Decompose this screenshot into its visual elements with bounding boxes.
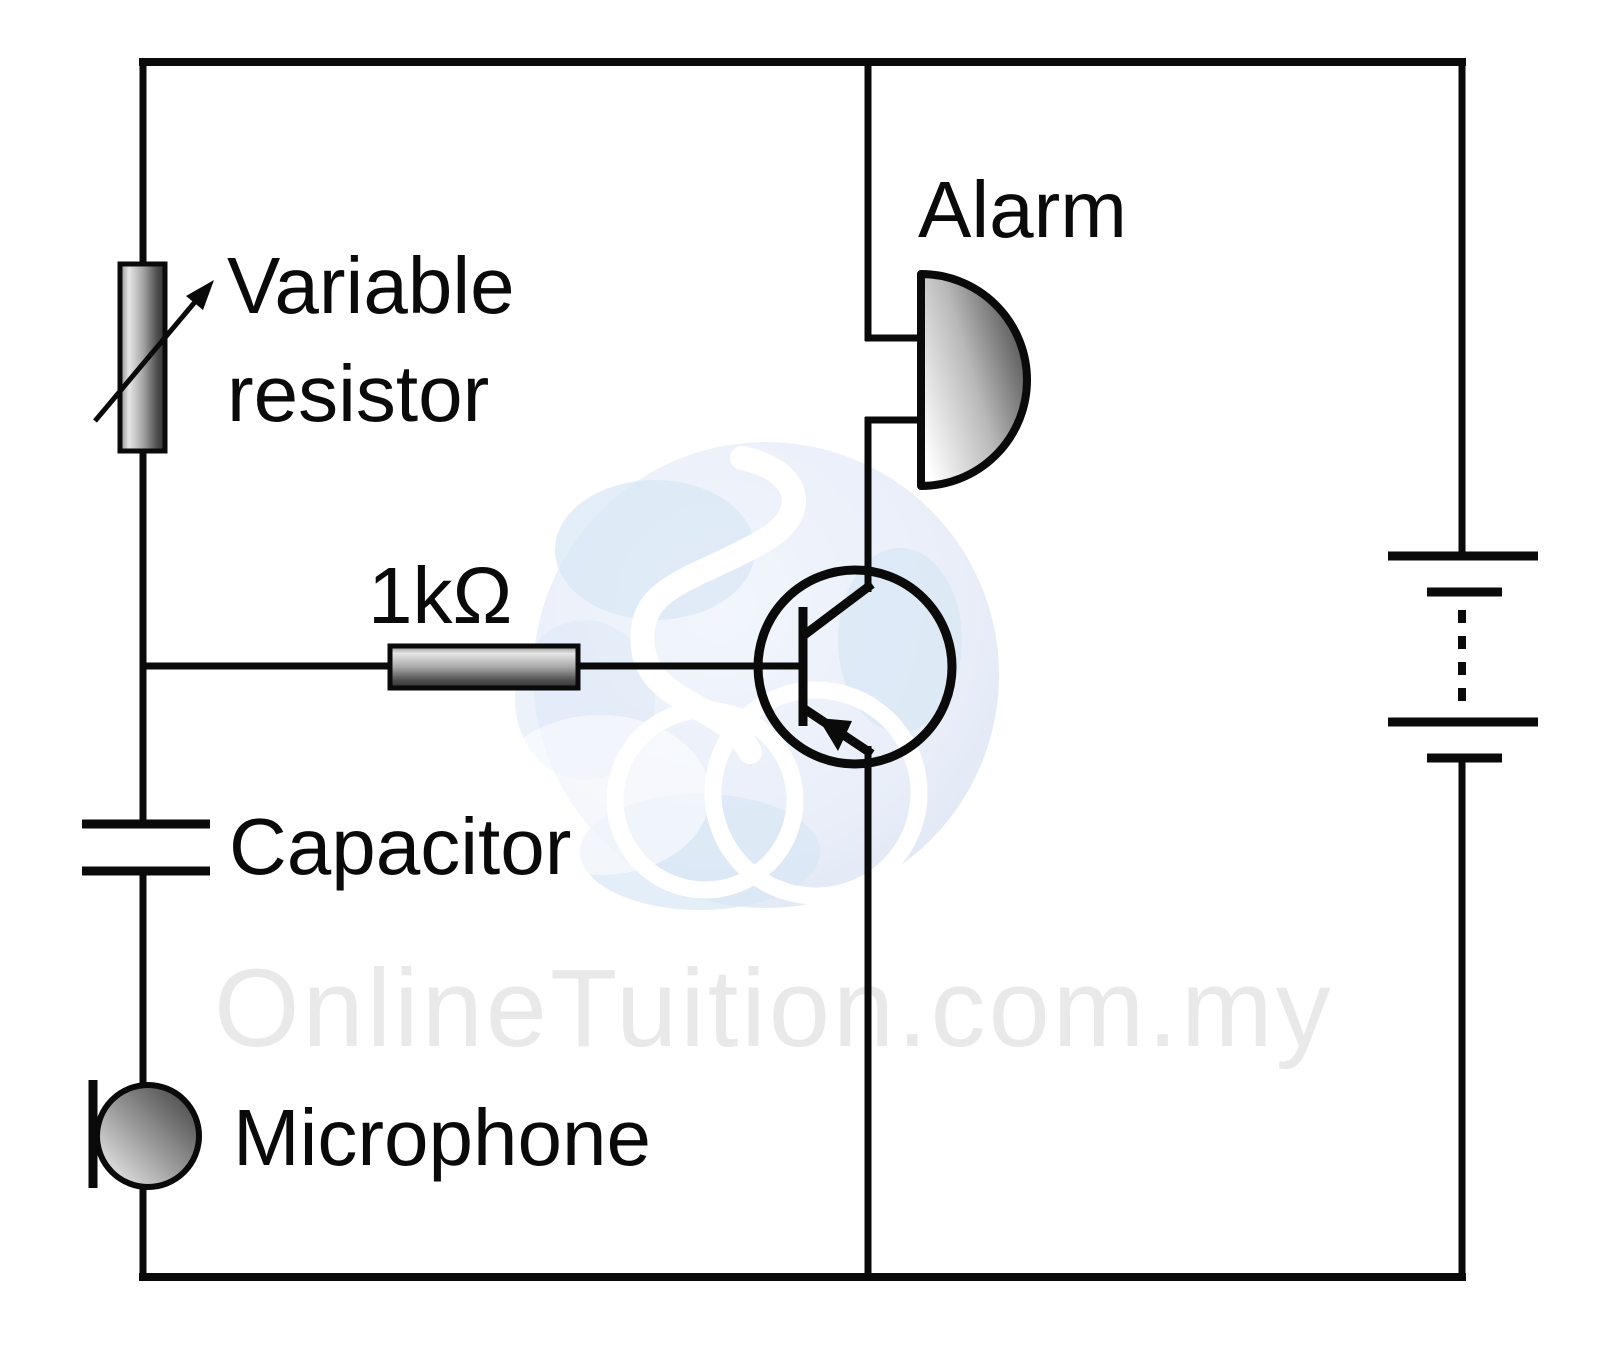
transistor-symbol: [753, 565, 957, 769]
transistor-emitter-arrowhead: [818, 718, 852, 751]
globe-watermark: [490, 442, 999, 910]
alarm-body: [917, 270, 1031, 490]
watermark-text: OnlineTuition.com.my: [214, 947, 1334, 1070]
alarm-symbol: [917, 270, 1031, 490]
label-variable-resistor-line1: Variable: [227, 241, 515, 330]
label-microphone: Microphone: [233, 1093, 652, 1182]
transistor-collector-lead: [800, 580, 875, 640]
microphone-body: [94, 1082, 202, 1190]
label-capacitor: Capacitor: [229, 802, 572, 891]
capacitor-symbol: [82, 819, 210, 876]
label-variable-resistor-line2: resistor: [227, 349, 490, 438]
battery-symbol: [1388, 551, 1538, 763]
label-alarm: Alarm: [918, 165, 1127, 254]
fixed-resistor-symbol: [387, 643, 581, 691]
variable-resistor-body: [117, 261, 168, 454]
fixed-resistor-body: [387, 643, 581, 691]
variable-resistor-arrowhead: [186, 280, 214, 310]
variable-resistor-symbol: [93, 261, 214, 454]
label-resistor-value: 1kΩ: [368, 551, 513, 640]
globe-ring-left: [606, 701, 804, 899]
label-variable-resistor: Variable resistor: [227, 232, 515, 448]
wires: [139, 58, 1466, 1281]
transistor-circle: [753, 565, 957, 769]
globe-ring-right: [704, 681, 928, 905]
microphone-symbol: [88, 1080, 202, 1190]
variable-resistor-arrow-shaft: [93, 288, 207, 423]
